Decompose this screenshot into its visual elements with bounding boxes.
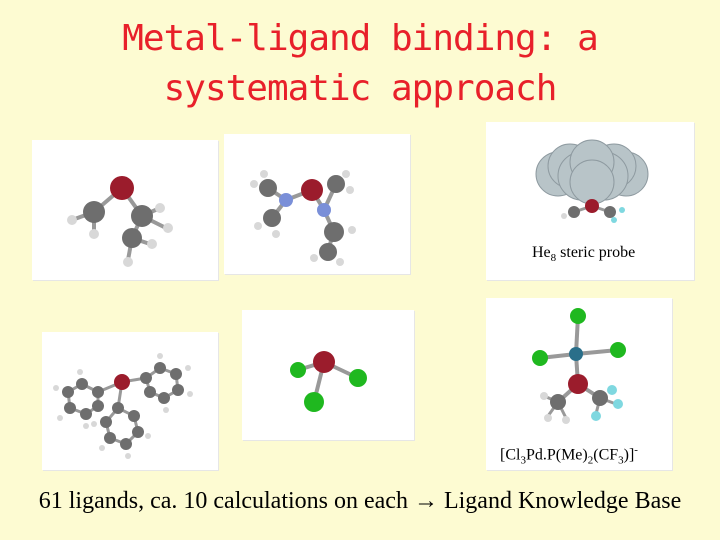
he8-caption-sub: 8 — [550, 252, 557, 265]
molecule-panel-pcl3 — [242, 310, 414, 440]
pd-complex-caption: [Cl3Pd.P(Me)2(CF3)]- — [500, 444, 638, 467]
molecule-panel-pph3 — [42, 332, 218, 470]
he8-caption: He8 steric probe — [532, 244, 635, 264]
footer-left: 61 ligands, ca. 10 calculations on each — [38, 488, 408, 514]
molecule-panel-he8: He8 steric probe — [486, 122, 694, 280]
pcl3-molecule-image — [290, 351, 367, 412]
slide-title: Metal-ligand binding: a systematic appro… — [0, 14, 720, 114]
pd-caption-part-1: [Cl — [500, 446, 521, 464]
pd-caption-sub-1: 3 — [520, 454, 526, 467]
pme3-molecule-image — [67, 176, 173, 267]
he8-probe-image — [535, 139, 649, 223]
title-line-2: systematic approach — [163, 68, 558, 109]
pd-caption-part-3: (CF — [593, 446, 619, 464]
pd-caption-part-4: )] — [623, 446, 635, 464]
pd-caption-sub-3: 3 — [618, 454, 624, 467]
molecule-panel-pme3 — [32, 140, 218, 280]
title-line-1: Metal-ligand binding: a — [122, 18, 599, 59]
footer-right: Ligand Knowledge Base — [443, 488, 682, 514]
molecule-panel-pd-complex: [Cl3Pd.P(Me)2(CF3)]- — [486, 298, 672, 470]
pd-caption-charge: - — [634, 444, 638, 456]
pph3-molecule-image — [53, 353, 193, 459]
he8-caption-rest: steric probe — [556, 244, 636, 261]
pd-caption-part-2: Pd.P(Me) — [525, 446, 588, 464]
pd-complex-image — [532, 308, 626, 424]
molecule-panel-pnme2 — [224, 134, 410, 274]
pd-caption-sub-2: 2 — [587, 454, 594, 467]
footer-text: 61 ligands, ca. 10 calculations on each … — [0, 488, 720, 515]
he8-caption-main: He — [532, 244, 551, 261]
right-arrow-icon: → — [413, 488, 438, 514]
pnme2-molecule-image — [250, 170, 356, 266]
